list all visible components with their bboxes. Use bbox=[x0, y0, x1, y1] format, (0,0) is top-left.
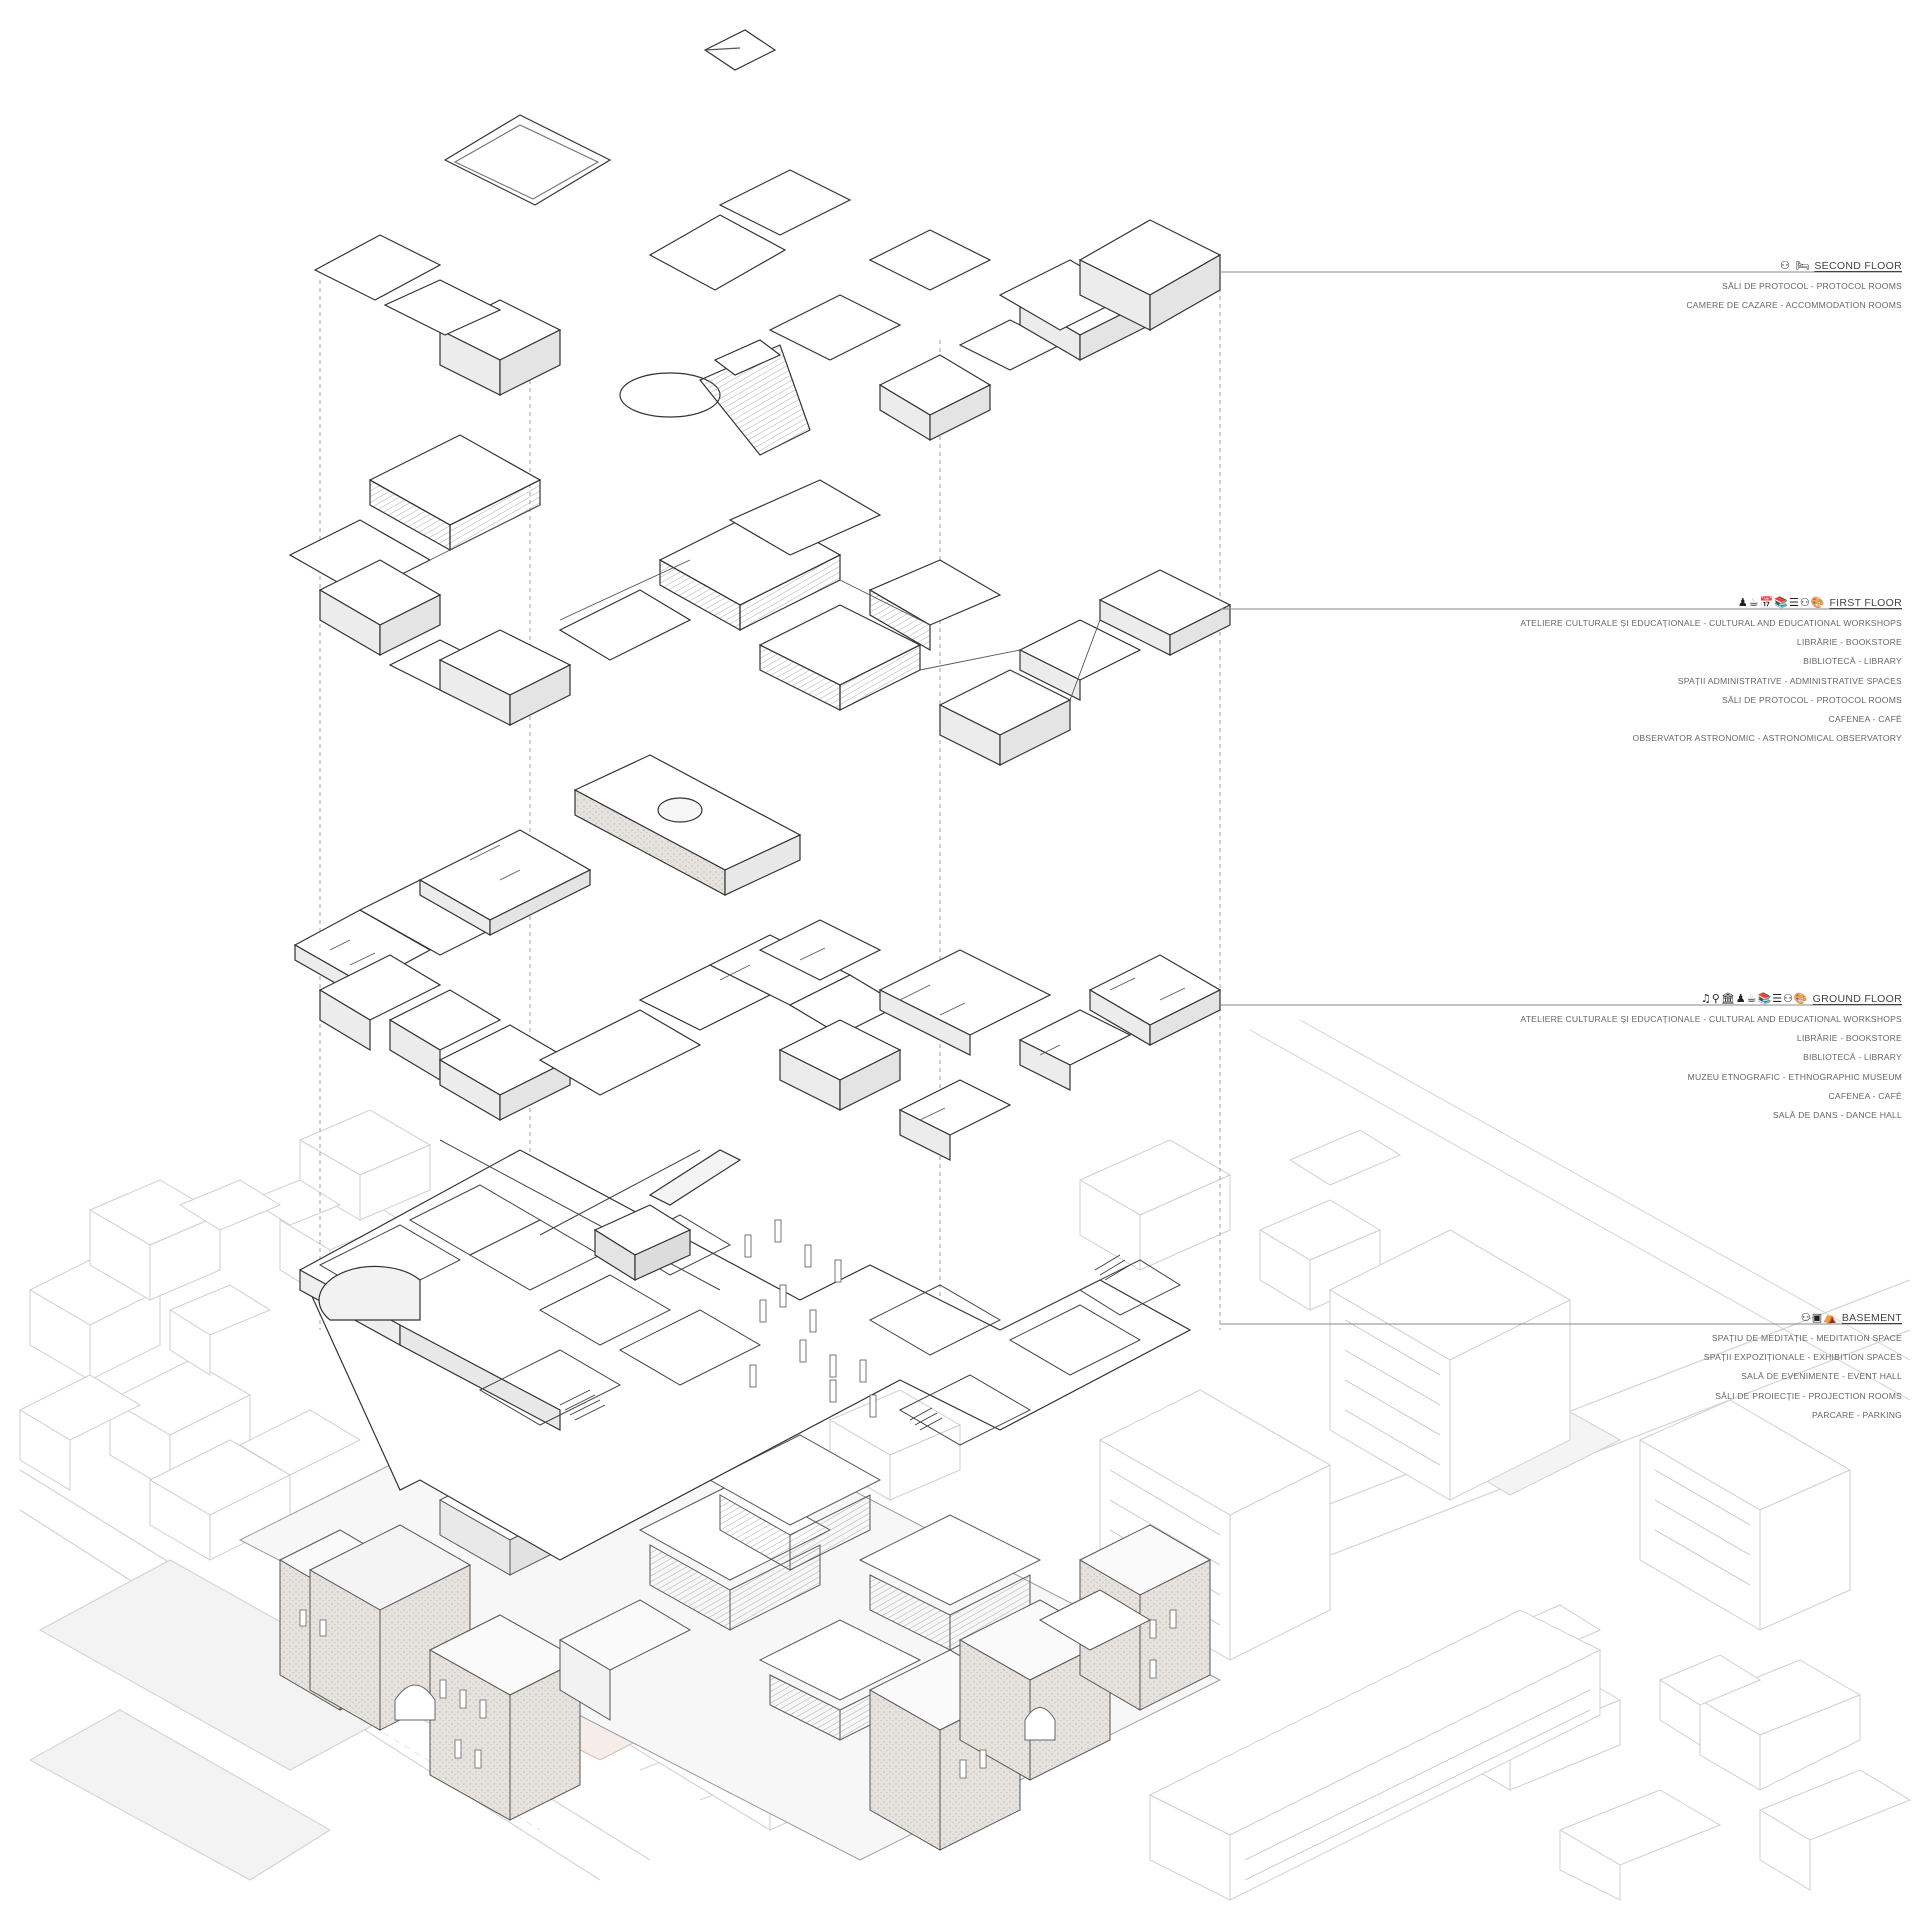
legend-basement-head: ⚇▣⛺ BASEMENT bbox=[1704, 1311, 1902, 1325]
second-floor-list: SĂLI DE PROTOCOL - PROTOCOL ROOMS CAMERE… bbox=[1686, 277, 1902, 315]
legend-ground-floor-head: ♫⚲🏛♟☕📚☰⚇🎨 GROUND FLOOR bbox=[1520, 992, 1902, 1006]
ground-level-complex bbox=[238, 1359, 1222, 1861]
legend-item: ATELIERE CULTURALE ȘI EDUCAȚIONALE - CUL… bbox=[1520, 618, 1902, 628]
legend-item: SĂLI DE PROTOCOL - PROTOCOL ROOMS bbox=[1722, 281, 1902, 291]
legend-first-floor-head: ♟☕📅📚☰⚇🎨 FIRST FLOOR bbox=[1520, 596, 1902, 610]
basement-title: BASEMENT bbox=[1841, 1312, 1902, 1324]
ground-floor-icons: ♫⚲🏛♟☕📚☰⚇🎨 bbox=[1700, 992, 1809, 1005]
legend-item: PARCARE - PARKING bbox=[1812, 1409, 1902, 1420]
first-floor-title: FIRST FLOOR bbox=[1829, 597, 1902, 609]
legend-item: SALĂ DE DANS - DANCE HALL bbox=[1772, 1110, 1902, 1121]
legend-item: MUZEU ETNOGRAFIC - ETHNOGRAPHIC MUSEUM bbox=[1687, 1071, 1902, 1082]
basement-icons: ⚇▣⛺ bbox=[1800, 1311, 1838, 1324]
legend-first-floor: ♟☕📅📚☰⚇🎨 FIRST FLOOR ATELIERE CULTURALE Ș… bbox=[1520, 596, 1902, 748]
basement-list: SPAȚIU DE MEDITAȚIE - MEDITATION SPACE S… bbox=[1704, 1329, 1902, 1425]
legend-item: CAFENEA - CAFÉ bbox=[1828, 1090, 1902, 1101]
legend-item: LIBRĂRIE - BOOKSTORE bbox=[1796, 637, 1902, 648]
ground-floor-list: ATELIERE CULTURALE ȘI EDUCAȚIONALE - CUL… bbox=[1520, 1010, 1902, 1125]
first-floor-icons: ♟☕📅📚☰⚇🎨 bbox=[1737, 596, 1826, 609]
leader-lines bbox=[1220, 271, 1902, 1325]
legend-item: LIBRĂRIE - BOOKSTORE bbox=[1796, 1033, 1902, 1044]
legend-item: SĂLI DE PROIECȚIE - PROJECTION ROOMS bbox=[1715, 1390, 1902, 1401]
projection-guides bbox=[319, 280, 1221, 1490]
legend-item: ATELIERE CULTURALE ȘI EDUCAȚIONALE - CUL… bbox=[1520, 1014, 1902, 1024]
second-floor-icons: ⚇ 🛏 bbox=[1780, 259, 1811, 272]
first-floor-level bbox=[288, 434, 1232, 896]
ground-floor-title: GROUND FLOOR bbox=[1812, 993, 1902, 1005]
legend-item: CAMERE DE CAZARE - ACCOMMODATION ROOMS bbox=[1686, 300, 1902, 311]
roof-slabs bbox=[313, 29, 1222, 361]
legend-item: SPAȚIU DE MEDITAȚIE - MEDITATION SPACE bbox=[1711, 1333, 1902, 1343]
legend-item: SPAȚII ADMINISTRATIVE - ADMINISTRATIVE S… bbox=[1677, 675, 1902, 686]
legend-item: SĂLI DE PROTOCOL - PROTOCOL ROOMS bbox=[1722, 694, 1902, 705]
second-floor-title: SECOND FLOOR bbox=[1814, 260, 1902, 272]
basement-level bbox=[299, 1139, 1192, 1561]
legend-basement: ⚇▣⛺ BASEMENT SPAȚIU DE MEDITAȚIE - MEDIT… bbox=[1704, 1311, 1902, 1425]
legend-item: BIBLIOTECĂ - LIBRARY bbox=[1803, 656, 1902, 667]
ground-floor-level bbox=[293, 829, 1222, 1161]
first-floor-list: ATELIERE CULTURALE ȘI EDUCAȚIONALE - CUL… bbox=[1520, 614, 1902, 748]
legend-second-floor: ⚇ 🛏 SECOND FLOOR SĂLI DE PROTOCOL - PROT… bbox=[1686, 259, 1902, 315]
legend-item: SALĂ DE EVENIMENTE - EVENT HALL bbox=[1741, 1371, 1902, 1382]
legend-second-floor-head: ⚇ 🛏 SECOND FLOOR bbox=[1686, 259, 1902, 273]
legend-item: CAFENEA - CAFÉ bbox=[1828, 714, 1902, 725]
legend-item: SPAȚII EXPOZIȚIONALE - EXHIBITION SPACES bbox=[1703, 1352, 1902, 1363]
legend-item: OBSERVATOR ASTRONOMIC - ASTRONOMICAL OBS… bbox=[1632, 733, 1902, 744]
legend-ground-floor: ♫⚲🏛♟☕📚☰⚇🎨 GROUND FLOOR ATELIERE CULTURAL… bbox=[1520, 992, 1902, 1125]
legend-item: BIBLIOTECĂ - LIBRARY bbox=[1803, 1052, 1902, 1063]
